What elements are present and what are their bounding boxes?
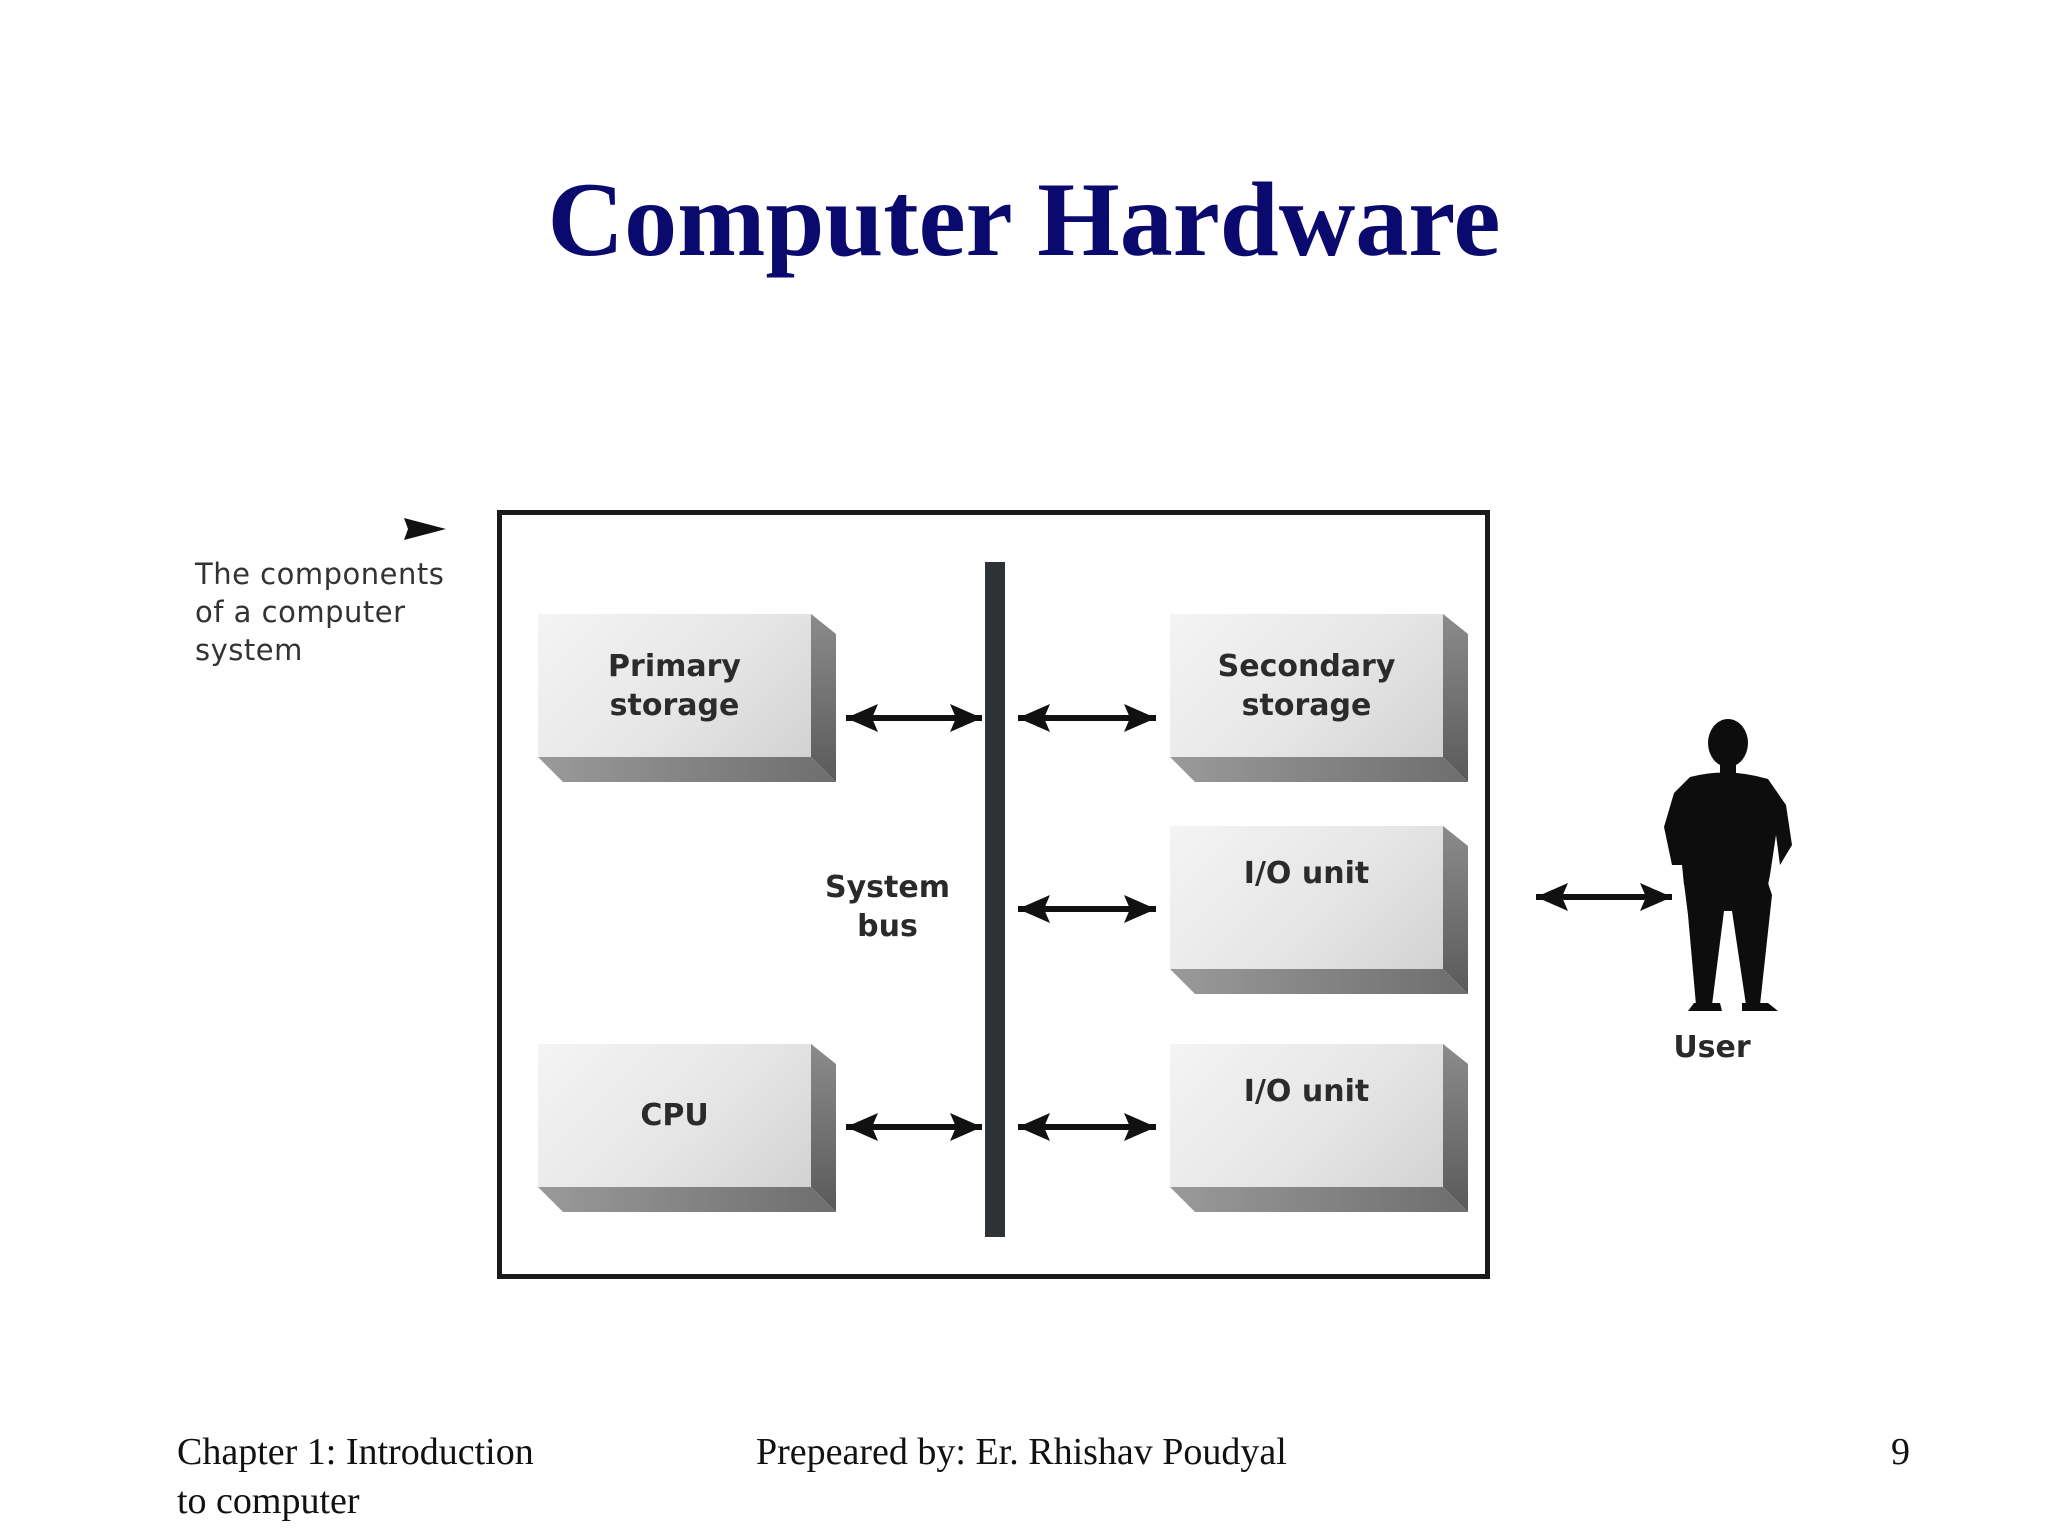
footer-chapter-line: Chapter 1: Introduction bbox=[177, 1431, 534, 1473]
box-side bbox=[1443, 1044, 1468, 1212]
box-side bbox=[811, 614, 836, 782]
arrowhead bbox=[1124, 704, 1156, 732]
caption-line: The components bbox=[195, 557, 445, 591]
arrowhead bbox=[1640, 883, 1672, 911]
primary-storage-box: Primary storage bbox=[538, 614, 836, 782]
caption-line: of a computer bbox=[195, 595, 406, 629]
box-side bbox=[1443, 614, 1468, 782]
box-bottom bbox=[538, 1187, 836, 1212]
arrowhead bbox=[1018, 1113, 1050, 1141]
system-bus-label: System bus bbox=[800, 868, 975, 946]
box-side bbox=[811, 1044, 836, 1212]
cpu-box: CPU bbox=[538, 1044, 836, 1212]
arrowhead bbox=[846, 704, 878, 732]
user-silhouette-icon bbox=[1664, 719, 1792, 1011]
box-bottom bbox=[538, 757, 836, 782]
footer-chapter: Chapter 1: Introduction to computer bbox=[177, 1428, 534, 1526]
arrowhead bbox=[950, 1113, 982, 1141]
arrowhead bbox=[1018, 704, 1050, 732]
primary-storage-label: storage bbox=[609, 687, 740, 723]
arrowhead bbox=[1536, 883, 1568, 911]
io-unit-box-1: I/O unit bbox=[1170, 826, 1468, 994]
box-bottom bbox=[1170, 1187, 1468, 1212]
cpu-label: CPU bbox=[640, 1098, 709, 1133]
io-unit-box-2: I/O unit bbox=[1170, 1044, 1468, 1212]
arrowhead bbox=[1124, 895, 1156, 923]
arrowhead bbox=[1018, 895, 1050, 923]
footer-author: Prepeared by: Er. Rhishav Poudyal bbox=[756, 1431, 1287, 1473]
primary-storage-face: Primary storage bbox=[538, 614, 811, 757]
footer-chapter-line: to computer bbox=[177, 1480, 360, 1522]
system-bus bbox=[985, 562, 1005, 1237]
io-unit-label: I/O unit bbox=[1243, 856, 1370, 891]
arrowhead bbox=[950, 704, 982, 732]
io-unit-face: I/O unit bbox=[1170, 1044, 1443, 1187]
arrowhead bbox=[846, 1113, 878, 1141]
arrowhead bbox=[1124, 1113, 1156, 1141]
box-bottom bbox=[1170, 757, 1468, 782]
io-unit-face: I/O unit bbox=[1170, 826, 1443, 969]
footer-page-number: 9 bbox=[1891, 1431, 1910, 1473]
secondary-storage-label: storage bbox=[1241, 687, 1372, 723]
secondary-storage-label: Secondary bbox=[1217, 648, 1396, 684]
box-side bbox=[1443, 826, 1468, 994]
diagram-caption: The components of a computer system bbox=[195, 555, 444, 669]
bus-label-line: bus bbox=[857, 909, 918, 944]
secondary-storage-box: Secondary storage bbox=[1170, 614, 1468, 782]
bus-label-line: System bbox=[825, 870, 950, 905]
cpu-face: CPU bbox=[538, 1044, 811, 1187]
secondary-storage-face: Secondary storage bbox=[1170, 614, 1443, 757]
caption-line: system bbox=[195, 633, 303, 667]
primary-storage-label: Primary bbox=[608, 648, 741, 684]
io-unit-label: I/O unit bbox=[1243, 1074, 1370, 1109]
user-label: User bbox=[1673, 1030, 1751, 1065]
slide-title: Computer Hardware bbox=[547, 161, 1501, 278]
caption-pointer-icon bbox=[404, 518, 446, 540]
box-bottom bbox=[1170, 969, 1468, 994]
